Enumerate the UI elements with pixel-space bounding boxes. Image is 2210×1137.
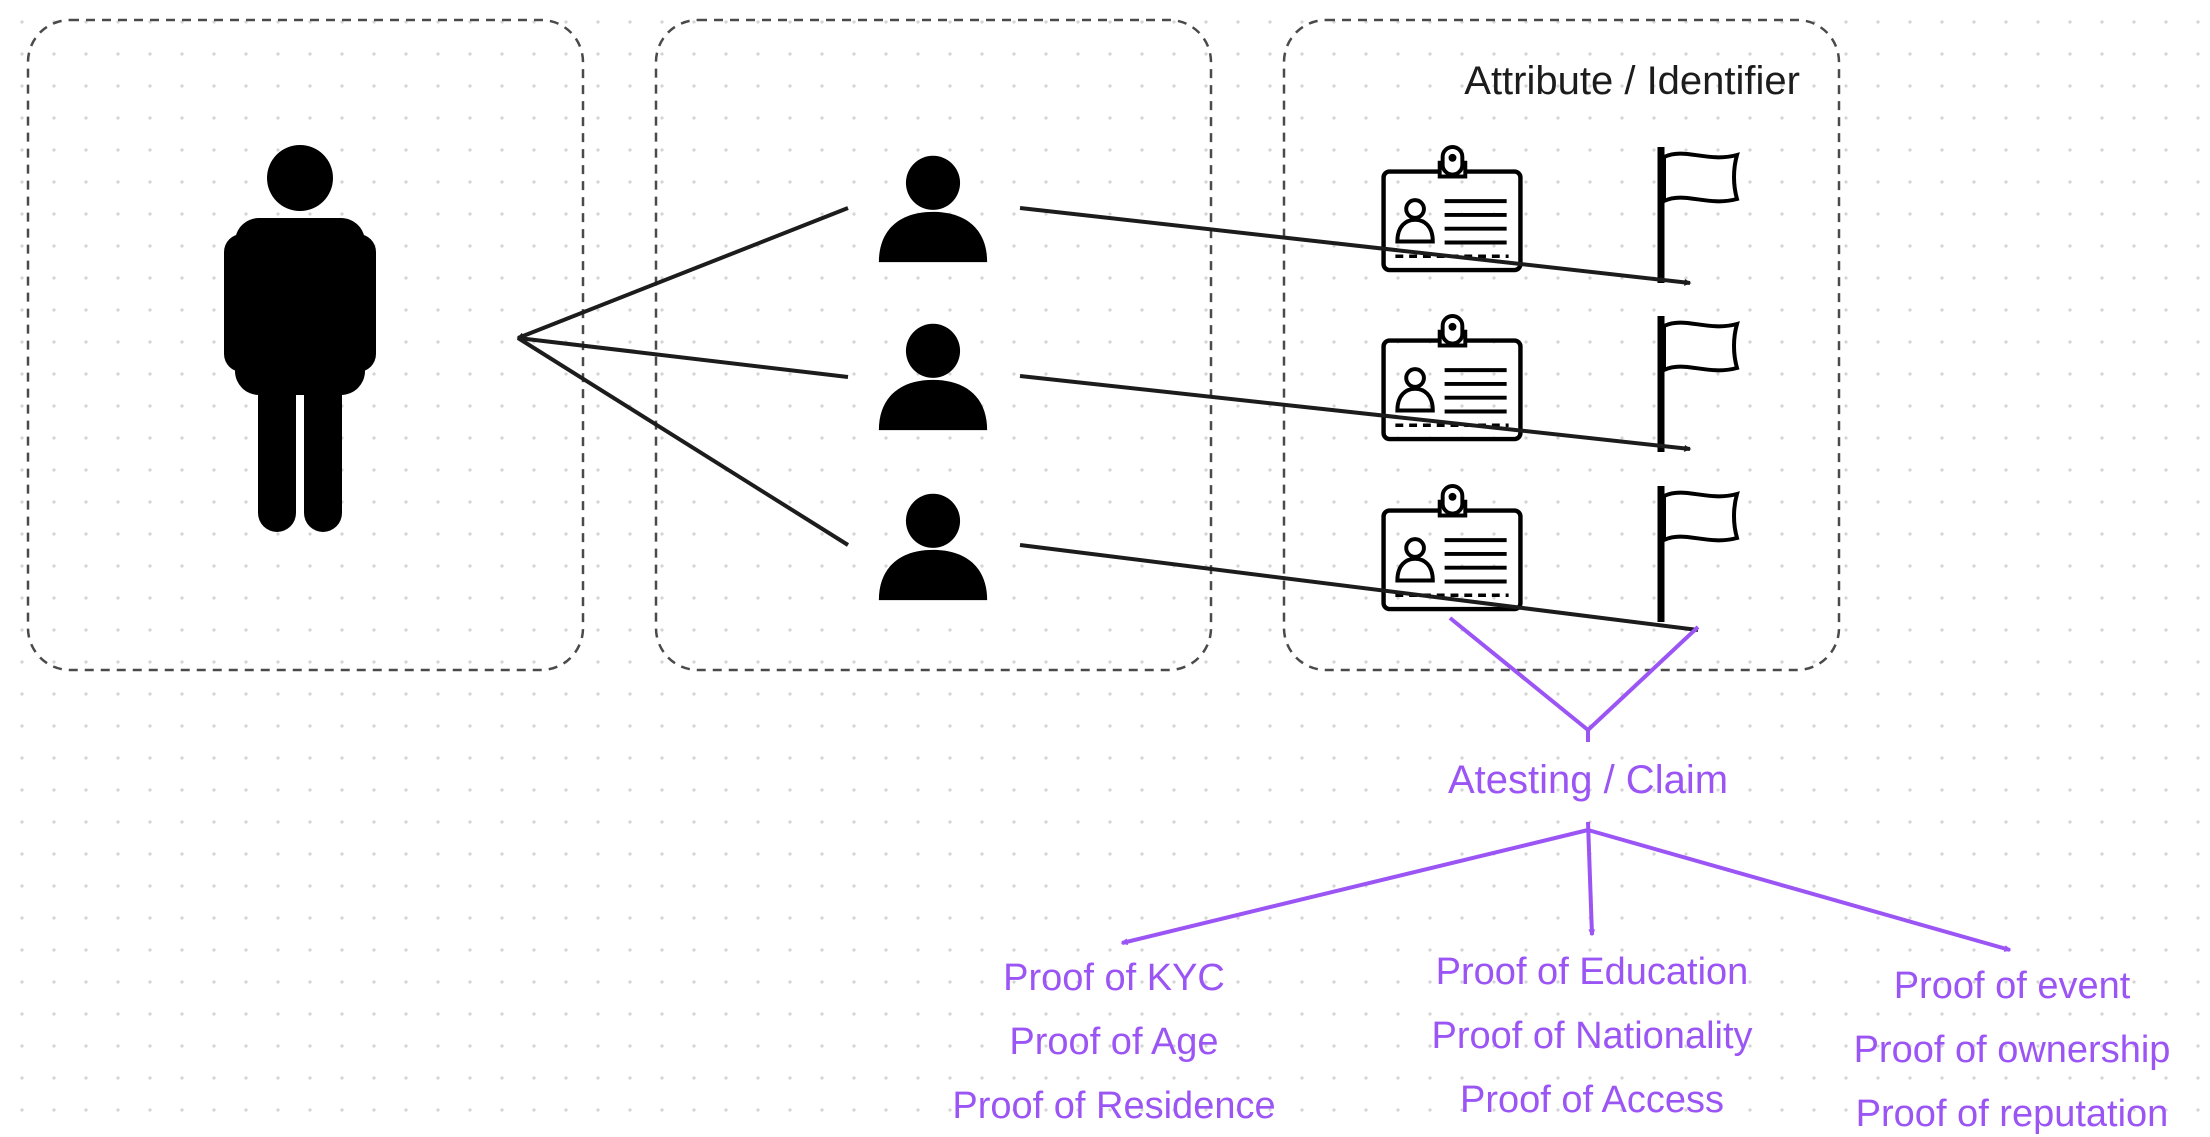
claim-branch-left: [1120, 828, 1589, 946]
proof-item: Proof of Education: [1436, 951, 1749, 993]
proof-item: Proof of KYC: [1003, 957, 1225, 999]
user-icon: [878, 323, 988, 431]
attribute-identifier-label: Attribute / Identifier: [1464, 59, 1800, 103]
proof-group-credentials: Proof of Education Proof of Nationality …: [1431, 951, 1752, 1121]
proof-group-activity: Proof of event Proof of ownership Proof …: [1854, 965, 2171, 1135]
identities-frame: [654, 18, 1213, 672]
claim-label: Atesting / Claim: [1448, 758, 1728, 802]
connector-user-2-to-person: [516, 335, 849, 379]
connector-user-3-to-flag: [1019, 543, 1699, 632]
connector-user-2-to-flag: [1019, 374, 1692, 452]
proof-item: Proof of event: [1894, 965, 2131, 1007]
proof-item: Proof of ownership: [1854, 1029, 2171, 1071]
proof-item: Proof of Access: [1460, 1079, 1724, 1121]
id-badge-icon: [1384, 486, 1521, 609]
connector-user-1-to-flag: [1019, 206, 1692, 286]
connector-user-1-to-person: [516, 206, 849, 340]
user-icon: [878, 155, 988, 263]
user-icon: [878, 493, 988, 601]
claim-bracket: [1448, 616, 1700, 742]
proof-item: Proof of Nationality: [1431, 1015, 1752, 1057]
flag-icon: [1661, 147, 1737, 283]
flag-icon: [1661, 316, 1737, 452]
connector-user-3-to-person: [516, 336, 850, 547]
proof-group-identity: Proof of KYC Proof of Age Proof of Resid…: [952, 957, 1275, 1127]
attributes-frame: [1282, 18, 1841, 672]
person-icon: [224, 145, 376, 532]
claim-branch-right: [1587, 828, 2012, 952]
proof-item: Proof of Age: [1009, 1021, 1218, 1063]
proof-item: Proof of Residence: [952, 1085, 1275, 1127]
claim-branch-middle: [1586, 821, 1596, 937]
flag-icon: [1661, 486, 1737, 622]
id-badge-icon: [1384, 316, 1521, 439]
proof-item: Proof of reputation: [1856, 1093, 2169, 1135]
